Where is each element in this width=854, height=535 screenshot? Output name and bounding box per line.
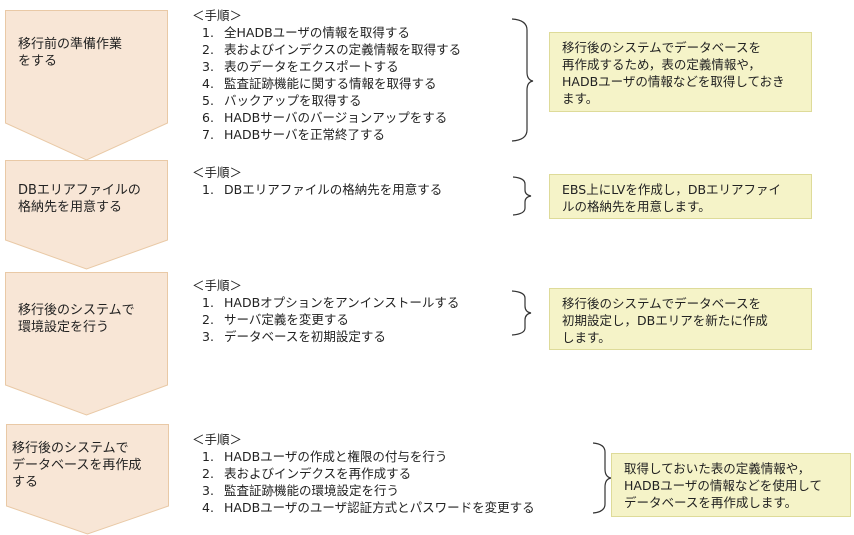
stage-3-note: 移行後のシステムでデータベースを 初期設定し，DBエリアを新たに作成 します。	[549, 288, 812, 350]
step-item: 7.HADBサーバを正常終了する	[202, 127, 386, 142]
stage-2-steps: ＜手順＞ 1.DBエリアファイルの格納先を用意する	[192, 164, 442, 198]
step-item: 1.HADBユーザの作成と権限の付与を行う	[202, 449, 448, 464]
step-item: 4.HADBユーザのユーザ認証方式とパスワードを変更する	[202, 500, 535, 515]
stage-4-brace	[592, 442, 612, 514]
stage-4-steps: ＜手順＞ 1.HADBユーザの作成と権限の付与を行う 2.表およびインデクスを再…	[192, 431, 535, 516]
stage-2-brace	[512, 176, 532, 216]
step-item: 1.HADBオプションをアンインストールする	[202, 295, 460, 310]
step-item: 4.監査証跡機能に関する情報を取得する	[202, 76, 437, 91]
stage-1-arrow	[5, 10, 168, 161]
stage-4-note: 取得しておいた表の定義情報や， HADBユーザの情報などを使用して データベース…	[611, 453, 851, 517]
stage-4-arrow	[6, 424, 169, 535]
stage-3-brace	[511, 290, 532, 336]
step-item: 3.表のデータをエクスポートする	[202, 59, 399, 74]
stage-1-brace	[511, 18, 534, 142]
stage-1-steps: ＜手順＞ 1.全HADBユーザの情報を取得する 2.表およびインデクスの定義情報…	[192, 7, 461, 143]
step-item: 6.HADBサーバのバージョンアップをする	[202, 110, 448, 125]
step-item: 3.データベースを初期設定する	[202, 329, 386, 344]
step-item: 3.監査証跡機能の環境設定を行う	[202, 483, 400, 498]
steps-header: ＜手順＞	[192, 278, 243, 293]
stage-1-note: 移行後のシステムでデータベースを 再作成するため，表の定義情報や， HADBユー…	[549, 32, 812, 112]
stage-3-label: 移行後のシステムで 環境設定を行う	[18, 303, 135, 335]
stage-2-arrow	[5, 160, 168, 270]
stage-3-arrow	[5, 272, 168, 416]
stage-4-label: 移行後のシステムで データベースを再作成 する	[12, 441, 142, 490]
step-item: 5.バックアップを取得する	[202, 93, 362, 108]
stage-1-label: 移行前の準備作業 をする	[18, 37, 123, 69]
step-item: 1.DBエリアファイルの格納先を用意する	[202, 182, 443, 197]
steps-header: ＜手順＞	[192, 165, 243, 180]
stage-2-label: DBエリアファイルの 格納先を用意する	[18, 183, 141, 215]
stage-3-steps: ＜手順＞ 1.HADBオプションをアンインストールする 2.サーバ定義を変更する…	[192, 277, 459, 345]
step-item: 1.全HADBユーザの情報を取得する	[202, 25, 410, 40]
step-item: 2.表およびインデクスの定義情報を取得する	[202, 42, 462, 57]
step-item: 2.表およびインデクスを再作成する	[202, 466, 412, 481]
stage-2-note: EBS上にLVを作成し，DBエリアファイ ルの格納先を用意します。	[549, 174, 812, 219]
step-item: 2.サーバ定義を変更する	[202, 312, 349, 327]
steps-header: ＜手順＞	[192, 8, 243, 23]
steps-header: ＜手順＞	[192, 432, 243, 447]
